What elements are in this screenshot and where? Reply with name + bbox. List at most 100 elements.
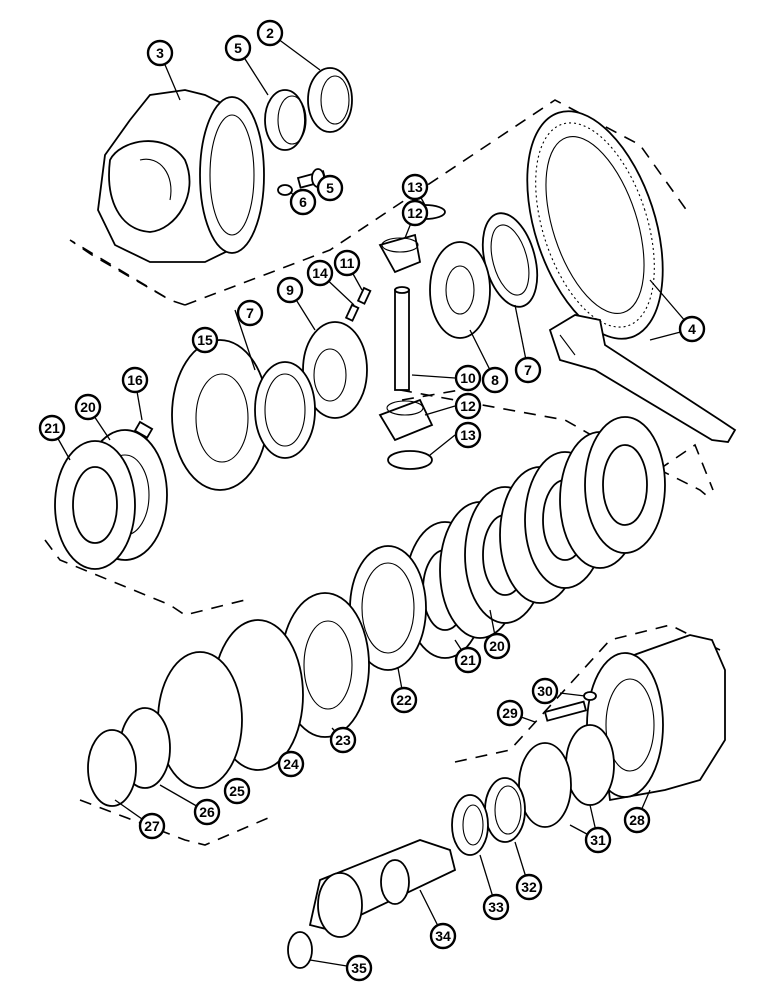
svg-text:3: 3 (156, 45, 164, 61)
bearing-cup-32 (484, 777, 526, 843)
svg-text:5: 5 (326, 180, 334, 196)
svg-text:6: 6 (299, 194, 307, 210)
callout-28: 28 (623, 806, 651, 834)
output-shaft-34 (308, 839, 457, 938)
svg-text:21: 21 (44, 420, 60, 436)
svg-text:35: 35 (351, 960, 367, 976)
pressure-plate-15 (171, 339, 269, 491)
svg-text:9: 9 (286, 282, 294, 298)
callout-13-lower: 13 (454, 421, 482, 449)
callout-1: 5 (224, 34, 252, 62)
svg-text:16: 16 (127, 372, 143, 388)
svg-text:2: 2 (266, 25, 274, 41)
callout-11: 11 (333, 249, 361, 277)
washer-30 (583, 691, 597, 701)
svg-text:21: 21 (460, 652, 476, 668)
svg-text:13: 13 (407, 179, 423, 195)
callout-32: 32 (515, 873, 543, 901)
bearing-cone-33 (451, 794, 489, 856)
washer-6 (277, 184, 293, 196)
svg-text:34: 34 (435, 928, 451, 944)
callout-25: 25 (223, 777, 251, 805)
callout-24: 24 (277, 750, 305, 778)
svg-text:7: 7 (524, 362, 532, 378)
svg-text:27: 27 (144, 818, 160, 834)
pinion-gear-12-lower (378, 398, 434, 442)
svg-text:20: 20 (80, 399, 96, 415)
svg-text:11: 11 (340, 255, 355, 271)
callout-7-lower-washer: 7 (236, 299, 264, 327)
callout-12-upper: 12 (401, 199, 429, 227)
svg-text:15: 15 (197, 332, 213, 348)
snap-ring-35 (287, 931, 313, 969)
svg-text:29: 29 (502, 705, 518, 721)
svg-text:7: 7 (246, 305, 254, 321)
svg-text:5: 5 (234, 40, 242, 56)
callout-21-left: 21 (38, 414, 66, 442)
svg-text:13: 13 (460, 427, 476, 443)
pinion-shaft (548, 314, 737, 443)
group-outline-output (79, 624, 721, 846)
cross-shaft-10 (394, 286, 410, 391)
svg-text:12: 12 (407, 205, 423, 221)
callout-4: 4 (678, 315, 706, 343)
callout-22: 22 (390, 686, 418, 714)
thrust-washer-13-lower (387, 450, 433, 470)
callout-6: 6 (289, 188, 317, 216)
thrust-washer-7-lower (254, 361, 316, 459)
callout-10: 10 (454, 364, 482, 392)
callout-3: 3 (146, 39, 174, 67)
callout-33: 33 (482, 893, 510, 921)
callout-35: 35 (345, 954, 373, 982)
callout-20-right: 20 (483, 632, 511, 660)
differential-housing (97, 89, 265, 263)
ring-gear (526, 110, 664, 340)
friction-disc-21-left (54, 440, 136, 570)
callout-21-right: 21 (454, 646, 482, 674)
callout-2: 2 (256, 19, 284, 47)
bolt-29 (543, 700, 588, 722)
svg-text:28: 28 (629, 812, 645, 828)
callout-9: 9 (276, 276, 304, 304)
callout-23: 23 (329, 726, 357, 754)
svg-text:12: 12 (460, 398, 476, 414)
svg-text:25: 25 (229, 783, 245, 799)
svg-text:10: 10 (460, 370, 476, 386)
side-gear-9 (302, 321, 368, 419)
bearing-cone-2 (307, 67, 353, 133)
callout-14: 14 (306, 259, 334, 287)
callout-13-upper: 13 (401, 173, 429, 201)
callout-5: 5 (316, 174, 344, 202)
svg-text:22: 22 (396, 692, 412, 708)
svg-text:33: 33 (488, 899, 504, 915)
svg-text:4: 4 (688, 321, 696, 337)
seal-ring-25 (157, 651, 243, 789)
svg-text:26: 26 (199, 804, 215, 820)
svg-text:32: 32 (521, 879, 537, 895)
callout-29: 29 (496, 699, 524, 727)
callout-31: 31 (584, 826, 612, 854)
svg-text:30: 30 (537, 683, 553, 699)
callout-16: 16 (121, 366, 149, 394)
svg-text:14: 14 (312, 265, 328, 281)
callout-30: 30 (531, 677, 559, 705)
seal-ring-27 (87, 729, 137, 807)
callout-26: 26 (193, 798, 221, 826)
bearing-cup-1 (264, 89, 307, 151)
callout-34: 34 (429, 922, 457, 950)
callout-7-upper-washer: 7 (514, 356, 542, 384)
svg-text:31: 31 (590, 832, 606, 848)
callout-15: 15 (191, 326, 219, 354)
svg-text:8: 8 (491, 372, 499, 388)
seal-ring-31 (518, 724, 615, 828)
roll-pin-14 (344, 303, 360, 322)
callout-27: 27 (138, 812, 166, 840)
group-outline-differential (69, 99, 713, 501)
svg-text:20: 20 (489, 638, 505, 654)
pinion-gear-12-upper (378, 233, 422, 274)
roll-pin-11 (356, 286, 372, 305)
callout-8: 8 (481, 366, 509, 394)
svg-text:23: 23 (335, 732, 351, 748)
callout-12-lower: 12 (454, 392, 482, 420)
